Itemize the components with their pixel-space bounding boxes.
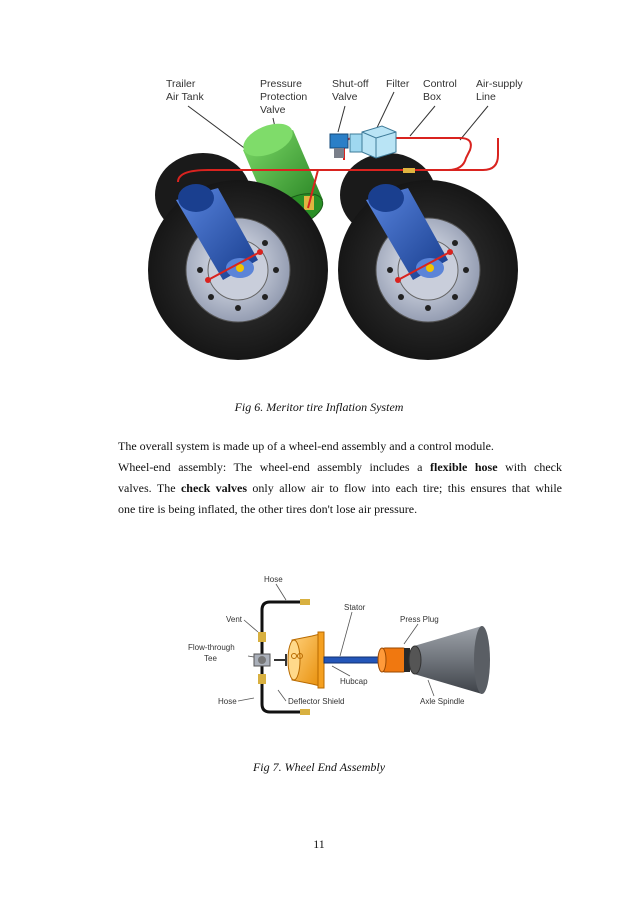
body-line-3: valves. The check valves only allow air … [118, 481, 562, 495]
hub-right [366, 184, 448, 280]
bold-flexible-hose: flexible hose [429, 460, 498, 474]
air-line-fittings [205, 249, 453, 283]
hub-left [176, 184, 258, 280]
press-plug [377, 647, 410, 673]
label-shutoff-valve: Shut-off Valve [332, 78, 372, 103]
page-number: 11 [313, 837, 325, 851]
fig7-diagram: Hose Vent Flow-through Tee Hose Deflecto… [188, 575, 490, 715]
lower-vent-fitting [258, 674, 266, 684]
body-line-4: one tire is being inflated, the other ti… [118, 502, 418, 516]
label-control-box: Control Box [423, 78, 460, 103]
hubcap [287, 631, 325, 689]
body-paragraph: The overall system is made up of a wheel… [118, 436, 562, 520]
label-stator: Stator [344, 603, 366, 612]
label-air-supply-line: Air-supply Line [476, 78, 526, 103]
flow-through-tee [253, 653, 287, 667]
fig7-caption: Fig 7. Wheel End Assembly [252, 760, 386, 774]
fig6-diagram: Trailer Air Tank Pressure Protection Val… [148, 78, 526, 360]
label-flow-through-tee: Flow-through Tee [188, 643, 237, 663]
label-trailer-air-tank: Trailer Air Tank [166, 78, 204, 103]
label-deflector-shield: Deflector Shield [288, 697, 344, 706]
hose-fitting-top [300, 599, 310, 605]
hoses [260, 600, 302, 714]
label-axle-spindle: Axle Spindle [420, 697, 465, 706]
vent-fitting [258, 632, 266, 642]
fig6-labels: Trailer Air Tank Pressure Protection Val… [166, 78, 526, 116]
label-vent: Vent [226, 615, 243, 624]
filter-unit [349, 133, 363, 153]
hose-fitting-bottom [300, 709, 310, 715]
fig7-labels: Hose Vent Flow-through Tee Hose Deflecto… [188, 575, 465, 706]
label-hose-bottom: Hose [218, 697, 237, 706]
bold-check-valves: check valves [180, 481, 248, 495]
body-line-1: The overall system is made up of a wheel… [118, 439, 494, 453]
hose-coupling [403, 168, 415, 173]
label-hubcap: Hubcap [340, 677, 368, 686]
label-press-plug: Press Plug [400, 615, 439, 624]
stator [323, 656, 383, 664]
label-hose-top: Hose [264, 575, 283, 584]
shutoff-valve [329, 133, 349, 158]
label-filter: Filter [386, 78, 410, 90]
body-line-2: Wheel-end assembly: The wheel-end assemb… [118, 460, 562, 474]
axle-spindle [408, 626, 490, 694]
fig6-caption: Fig 6. Meritor tire Inflation System [234, 400, 404, 414]
control-box [361, 125, 397, 159]
label-pressure-protection-valve: Pressure Protection Valve [260, 78, 310, 116]
